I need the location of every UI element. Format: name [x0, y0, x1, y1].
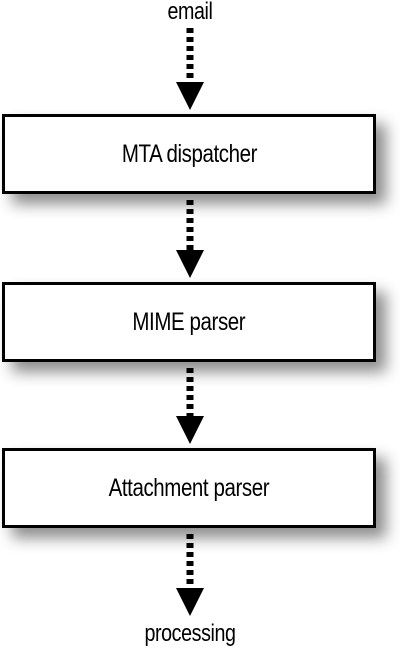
- arrow-mime-to-attachment: [176, 368, 204, 444]
- step-label-mime-parser: MIME parser: [132, 307, 246, 336]
- step-box-mime-parser: MIME parser: [2, 282, 376, 362]
- output-label: processing: [144, 620, 236, 647]
- arrow-attachment-to-processing: [176, 534, 204, 616]
- step-box-mta-dispatcher: MTA dispatcher: [2, 114, 376, 194]
- step-box-attachment-parser: Attachment parser: [2, 448, 376, 528]
- arrow-email-to-mta: [176, 28, 204, 110]
- arrow-mta-to-mime: [176, 200, 204, 278]
- step-label-mta-dispatcher: MTA dispatcher: [121, 139, 257, 168]
- step-label-attachment-parser: Attachment parser: [108, 473, 270, 502]
- input-label: email: [167, 0, 213, 25]
